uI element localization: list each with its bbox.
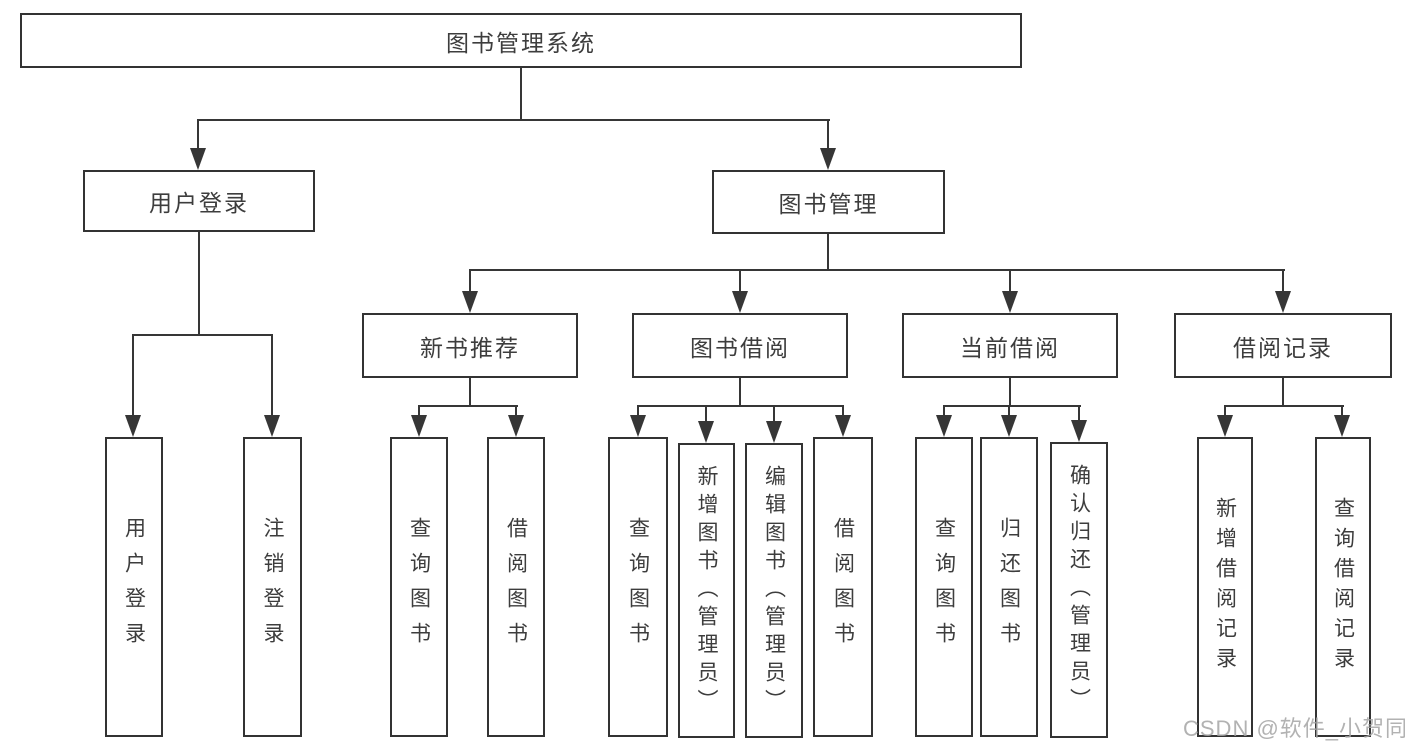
connector-line xyxy=(705,405,707,422)
leaf-query-books-current: 查询图书 xyxy=(915,437,973,737)
arrow-down-icon xyxy=(1334,415,1350,437)
connector-line xyxy=(469,269,1285,271)
leaf-query-borrow-record: 查询借阅记录 xyxy=(1315,437,1371,737)
node-label: 确认归还（管理员） xyxy=(1067,464,1091,716)
connector-line xyxy=(418,405,420,416)
node-label: 查询图书 xyxy=(407,517,431,657)
connector-line xyxy=(827,119,829,149)
node-book-borrowing: 图书借阅 xyxy=(632,313,848,378)
watermark: CSDN @软件_小贺同学 xyxy=(1183,716,1405,741)
connector-line xyxy=(1009,378,1011,407)
arrow-down-icon xyxy=(936,415,952,437)
node-new-book-recommend: 新书推荐 xyxy=(362,313,578,378)
node-label: 借阅图书 xyxy=(831,517,855,657)
connector-line xyxy=(739,378,741,407)
leaf-borrow-books-recommend: 借阅图书 xyxy=(487,437,545,737)
leaf-edit-books-admin: 编辑图书（管理员） xyxy=(745,443,803,738)
arrow-down-icon xyxy=(264,415,280,437)
connector-line xyxy=(132,334,273,336)
connector-line xyxy=(943,405,945,416)
leaf-query-books-borrowing: 查询图书 xyxy=(608,437,668,737)
connector-line xyxy=(637,405,844,407)
connector-line xyxy=(1224,405,1344,407)
connector-line xyxy=(827,234,829,271)
connector-line xyxy=(1224,405,1226,416)
arrow-down-icon xyxy=(835,415,851,437)
leaf-query-books-recommend: 查询图书 xyxy=(390,437,448,737)
node-borrowing-records: 借阅记录 xyxy=(1174,313,1392,378)
node-label: 查询图书 xyxy=(626,517,650,657)
connector-line xyxy=(418,405,518,407)
arrow-down-icon xyxy=(820,148,836,170)
node-user-login: 用户登录 xyxy=(83,170,315,232)
connector-line xyxy=(132,334,134,416)
node-label: 注销登录 xyxy=(261,517,284,657)
connector-line xyxy=(773,405,775,422)
node-label: 编辑图书（管理员） xyxy=(762,464,786,717)
connector-line xyxy=(469,269,471,292)
arrow-down-icon xyxy=(1071,420,1087,442)
arrow-down-icon xyxy=(766,421,782,443)
leaf-add-books-admin: 新增图书（管理员） xyxy=(678,443,735,738)
node-label: 借阅记录 xyxy=(1233,334,1333,361)
connector-line xyxy=(943,405,1081,407)
arrow-down-icon xyxy=(190,148,206,170)
node-label: 用户登录 xyxy=(122,517,146,657)
node-label: 图书管理 xyxy=(778,191,879,217)
connector-line xyxy=(1009,269,1011,292)
leaf-confirm-return-admin: 确认归还（管理员） xyxy=(1050,442,1108,738)
arrow-down-icon xyxy=(698,421,714,443)
arrow-down-icon xyxy=(1217,415,1233,437)
connector-line xyxy=(1282,269,1284,292)
node-label: 借阅图书 xyxy=(504,517,528,657)
arrow-down-icon xyxy=(508,415,524,437)
arrow-down-icon xyxy=(462,291,478,313)
node-library-system: 图书管理系统 xyxy=(20,13,1022,68)
connector-line xyxy=(637,405,639,416)
connector-line xyxy=(469,378,471,407)
node-label: 图书管理系统 xyxy=(446,29,596,56)
connector-line xyxy=(1282,378,1284,407)
node-label: 新增借阅记录 xyxy=(1213,497,1237,677)
arrow-down-icon xyxy=(411,415,427,437)
arrow-down-icon xyxy=(1001,415,1017,437)
leaf-borrow-books-borrowing: 借阅图书 xyxy=(813,437,873,737)
connector-line xyxy=(520,68,522,120)
connector-line xyxy=(842,405,844,416)
leaf-logout: 注销登录 xyxy=(243,437,302,737)
connector-line xyxy=(271,334,273,416)
arrow-down-icon xyxy=(125,415,141,437)
node-current-borrowing: 当前借阅 xyxy=(902,313,1118,378)
node-label: 新增图书（管理员） xyxy=(695,464,718,717)
node-label: 查询借阅记录 xyxy=(1331,497,1355,677)
node-label: 查询图书 xyxy=(932,517,956,657)
connector-line xyxy=(739,269,741,292)
node-label: 归还图书 xyxy=(997,517,1021,657)
node-label: 当前借阅 xyxy=(960,334,1060,361)
arrow-down-icon xyxy=(1275,291,1291,313)
connector-line xyxy=(1341,405,1343,416)
node-label: 用户登录 xyxy=(149,190,249,216)
leaf-add-borrow-record: 新增借阅记录 xyxy=(1197,437,1253,737)
leaf-user-login: 用户登录 xyxy=(105,437,163,737)
connector-line xyxy=(1078,405,1080,421)
node-book-management: 图书管理 xyxy=(712,170,945,234)
connector-line xyxy=(197,119,830,121)
arrow-down-icon xyxy=(732,291,748,313)
arrow-down-icon xyxy=(1002,291,1018,313)
leaf-return-books: 归还图书 xyxy=(980,437,1038,737)
connector-line xyxy=(198,232,200,336)
arrow-down-icon xyxy=(630,415,646,437)
connector-line xyxy=(515,405,517,416)
node-label: 图书借阅 xyxy=(690,334,790,361)
connector-line xyxy=(197,119,199,149)
connector-line xyxy=(1008,405,1010,416)
node-label: 新书推荐 xyxy=(420,334,520,361)
